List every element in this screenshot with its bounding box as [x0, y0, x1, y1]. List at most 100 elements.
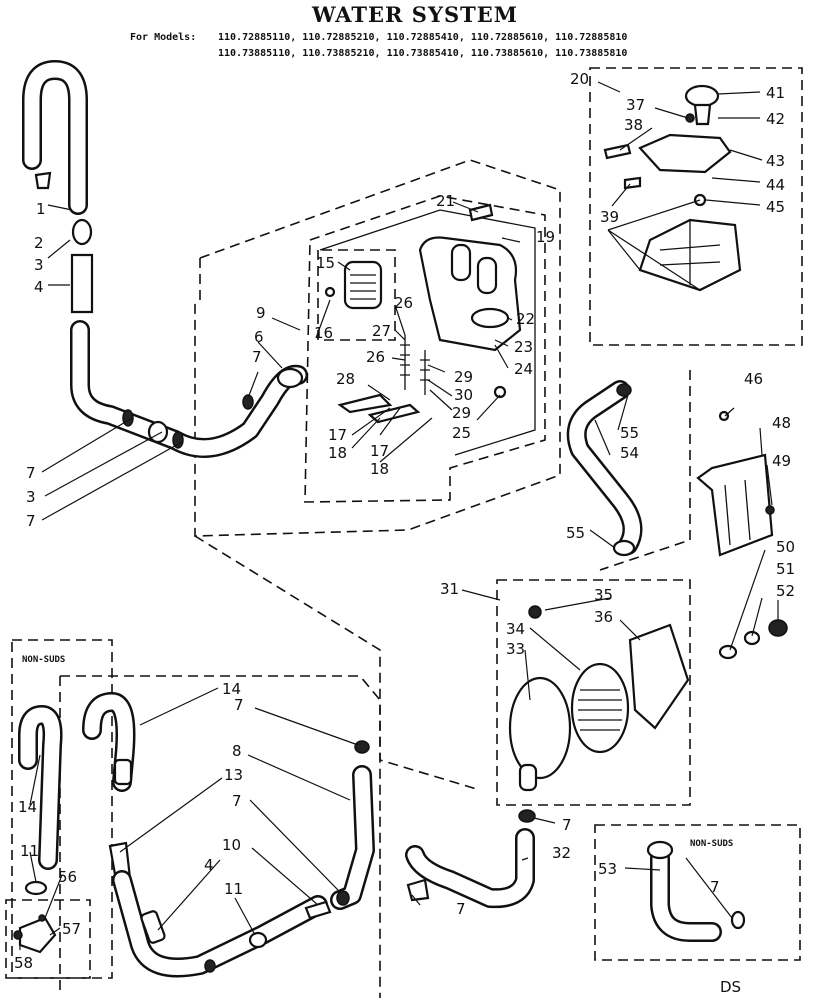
filter-assembly-box-31 [496, 579, 691, 806]
part-52-nut [768, 619, 788, 637]
part-7-clamp-non-suds [730, 910, 746, 930]
callout-13: 13 [224, 766, 243, 784]
part-7-clamp-32-end [406, 878, 430, 902]
part-2-washer [71, 218, 93, 246]
part-55-clamp-upper [616, 383, 632, 397]
part-36-filter-cover [628, 623, 690, 730]
part-27-spring [400, 335, 410, 390]
callout-49: 49 [772, 452, 791, 470]
callout-20: 20 [570, 70, 589, 88]
callout-32: 32 [552, 844, 571, 862]
callout-14: 14 [18, 798, 37, 816]
valve-assembly-box [304, 195, 546, 503]
part-16-plunger [324, 286, 336, 298]
callout-34: 34 [506, 620, 525, 638]
callout-layer: 1 2 3 4 7 3 7 9 6 7 16 15 26 27 26 28 17… [14, 70, 795, 972]
callout-7: 7 [252, 348, 262, 366]
part-7-clamp-base [336, 890, 350, 906]
part-54-drain-hose [566, 380, 643, 555]
callout-58: 58 [14, 954, 33, 972]
lower-frame-outline [194, 535, 481, 791]
callout-7: 7 [26, 464, 36, 482]
filter-outlet [518, 763, 538, 792]
part-51-washer [743, 630, 761, 646]
non-suds-box-right [594, 824, 801, 961]
part-25-screw [493, 385, 507, 399]
callout-51: 51 [776, 560, 795, 578]
callout-3: 3 [26, 488, 36, 506]
callout-33: 33 [506, 640, 525, 658]
part-11-clamp-non-suds [24, 880, 48, 896]
valve-inlet-hot [450, 243, 472, 282]
part-57-valve [18, 916, 57, 954]
callout-7: 7 [234, 696, 244, 714]
part-58-screw [13, 930, 23, 940]
part-56-pin [38, 914, 46, 922]
part-15-solenoid [343, 260, 383, 310]
part-7-clamp-c [242, 394, 254, 410]
part-10-fitting [304, 900, 332, 920]
callout-7: 7 [710, 878, 720, 896]
callout-8: 8 [232, 742, 242, 760]
callout-26: 26 [366, 348, 385, 366]
callout-7: 7 [456, 900, 466, 918]
part-42-shaft [693, 103, 712, 126]
callout-4: 4 [34, 278, 44, 296]
callout-19: 19 [536, 228, 555, 246]
part-43-agitator-crank [638, 133, 732, 174]
pump-body-ribs [659, 220, 721, 285]
callout-50: 50 [776, 538, 795, 556]
callout-57: 57 [62, 920, 81, 938]
callout-11: 11 [224, 880, 243, 898]
part-1-clamp [34, 171, 52, 190]
callout-6: 6 [254, 328, 264, 346]
callout-48: 48 [772, 414, 791, 432]
callout-7: 7 [26, 512, 36, 530]
part-3-washer [147, 420, 169, 444]
callout-18: 18 [370, 460, 389, 478]
callout-55: 55 [620, 424, 639, 442]
footer-code: DS [720, 978, 741, 996]
callout-17: 17 [370, 442, 389, 460]
callout-55: 55 [566, 524, 585, 542]
part-18-bracket [367, 403, 421, 424]
part-34-filter-screen [570, 662, 630, 754]
callout-18: 18 [328, 444, 347, 462]
callout-21: 21 [436, 192, 455, 210]
non-suds-left-hose [18, 705, 63, 870]
callout-17: 17 [328, 426, 347, 444]
callout-23: 23 [514, 338, 533, 356]
models-line-1: 110.72885110, 110.72885210, 110.72885410… [218, 32, 627, 43]
callout-54: 54 [620, 444, 639, 462]
callout-52: 52 [776, 582, 795, 600]
part-11-clamp [248, 931, 268, 949]
filter-screen-mesh [578, 689, 622, 731]
part-32-outlet-hose [405, 828, 535, 909]
callout-30: 30 [454, 386, 473, 404]
callout-26: 26 [394, 294, 413, 312]
part-7-clamp-riser [354, 740, 370, 754]
callout-25: 25 [452, 424, 471, 442]
part-46-screw [718, 410, 730, 422]
bracket-slots [724, 479, 751, 546]
part-4-hose-segment [70, 253, 94, 314]
callout-45: 45 [766, 198, 785, 216]
pump-assembly-box-20 [589, 67, 803, 346]
valve-inlet-cold [476, 256, 498, 295]
right-tub-outline [599, 370, 691, 571]
part-55-clamp-lower [612, 539, 636, 557]
part-4-coupling [140, 910, 166, 944]
solenoid-coil-lines [350, 274, 376, 300]
part-53-cap [646, 840, 674, 860]
callout-42: 42 [766, 110, 785, 128]
part-48-bracket [696, 453, 774, 557]
callout-31: 31 [440, 580, 459, 598]
lower-drain-hose [112, 870, 328, 978]
callout-44: 44 [766, 176, 785, 194]
non-suds-right-label: NON-SUDS [690, 839, 733, 849]
callout-28: 28 [336, 370, 355, 388]
valve-inner-outline [319, 209, 536, 456]
callout-2: 2 [34, 234, 44, 252]
